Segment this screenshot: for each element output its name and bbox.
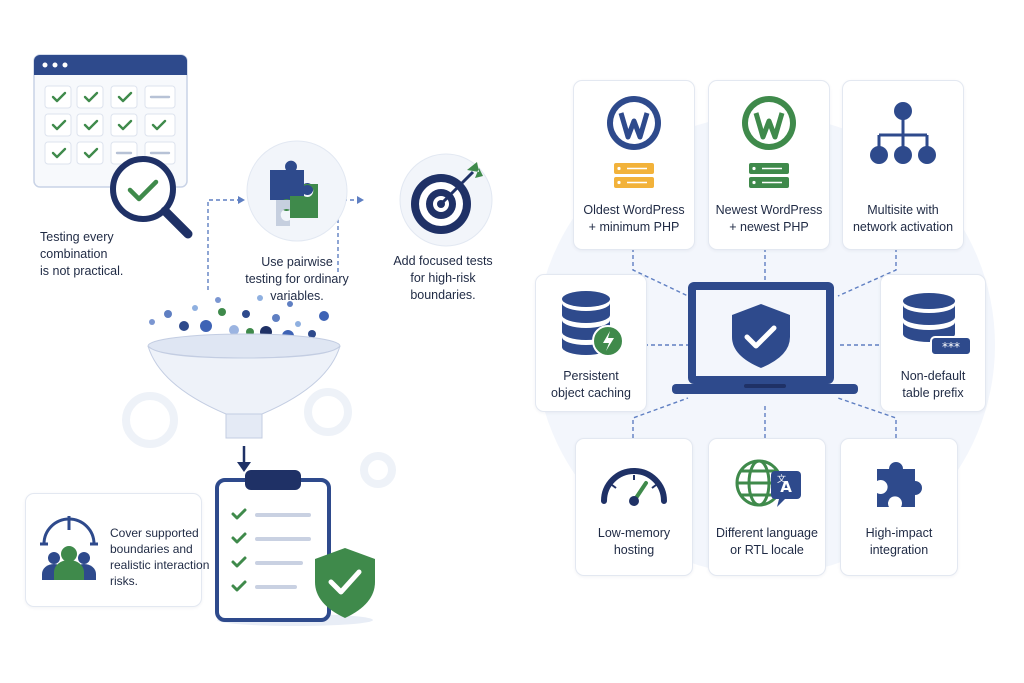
funnel-icon — [147, 295, 341, 472]
network-hierarchy-icon — [870, 102, 936, 164]
step3-label: Add focused tests for high-risk boundari… — [393, 254, 493, 302]
puzzle-piece-icon — [877, 462, 922, 507]
background-gears — [122, 388, 396, 488]
target-icon — [399, 153, 493, 247]
database-prefix-icon: *** — [903, 293, 972, 356]
flow-arrowheads — [238, 196, 364, 204]
magnifier-check-icon — [110, 156, 193, 239]
wordpress-green-server-icon — [742, 96, 796, 188]
matrix-connectors — [632, 248, 897, 438]
svg-text:A: A — [780, 478, 792, 496]
database-bolt-icon — [562, 291, 624, 357]
laptop-shield-icon — [672, 282, 858, 394]
checklist-grid-icon — [33, 54, 193, 239]
wordpress-yellow-server-icon — [607, 96, 661, 188]
card-oldest-wordpress: Oldest WordPress+ minimum PHP — [573, 80, 695, 250]
globe-translate-icon: A 文 — [735, 459, 801, 507]
svg-text:文: 文 — [777, 473, 786, 485]
summary-label: Cover supported boundaries and realistic… — [110, 526, 210, 588]
gauge-icon — [601, 468, 667, 506]
team-target-icon — [40, 516, 98, 580]
card-label: Newest WordPress+ newest PHP — [715, 203, 823, 234]
puzzle-icon — [246, 140, 348, 242]
step1-label: Testing every combination is not practic… — [40, 230, 124, 278]
clipboard-shield-icon — [215, 470, 375, 626]
svg-text:***: *** — [942, 340, 960, 354]
card-label: Oldest WordPress+ minimum PHP — [583, 203, 685, 234]
card-newest-wordpress: Newest WordPress+ newest PHP — [708, 80, 830, 250]
step2-label: Use pairwise testing for ordinary variab… — [245, 255, 349, 303]
summary-card: Cover supported boundaries and realistic… — [25, 493, 209, 607]
